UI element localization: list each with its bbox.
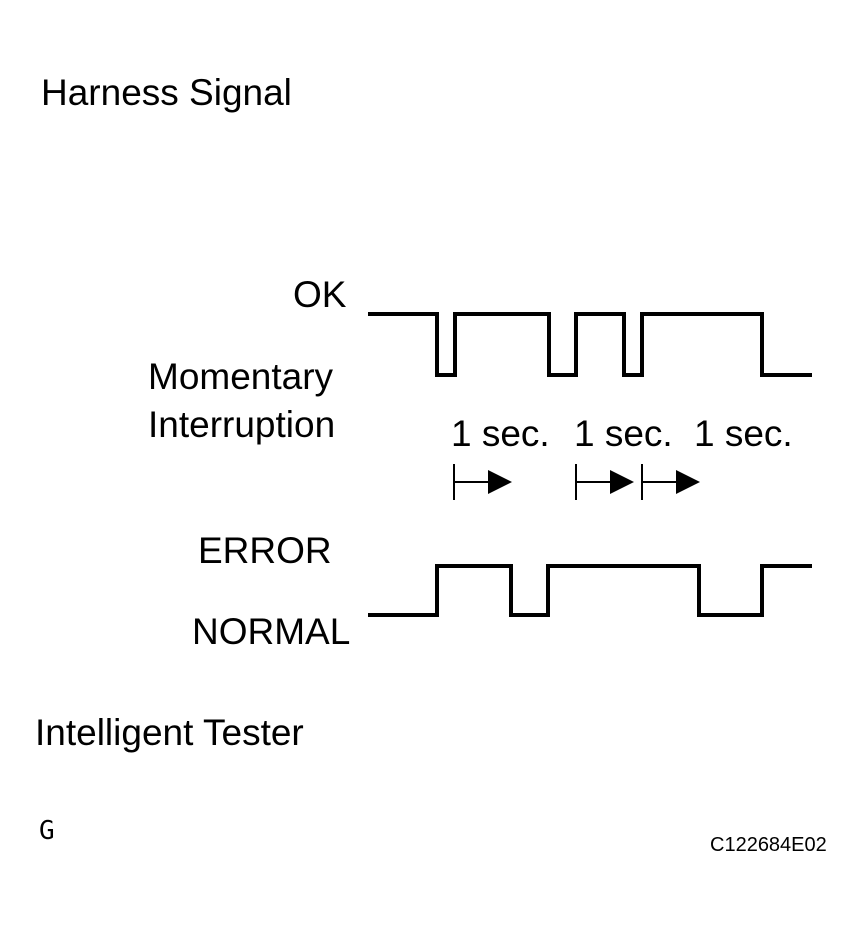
momentary-label: Momentary [148,356,334,397]
figure-marker: G [39,816,55,846]
interval-label-1: 1 sec. [451,413,550,454]
figure-code: C122684E02 [710,834,827,856]
interval-label-2: 1 sec. [574,413,673,454]
interval-arrow-1 [453,464,512,500]
ok-level-label: OK [293,274,347,315]
interruption-label: Interruption [148,404,336,445]
normal-level-label: NORMAL [192,611,351,652]
intelligent-tester-title: Intelligent Tester [35,712,304,753]
harness-signal-title: Harness Signal [41,72,292,113]
interval-label-3: 1 sec. [694,413,793,454]
tester-signal-waveform [368,564,812,617]
interval-arrow-3 [641,464,700,500]
error-level-label: ERROR [198,530,332,571]
interval-arrow-2 [575,464,634,500]
harness-signal-waveform [368,312,812,377]
